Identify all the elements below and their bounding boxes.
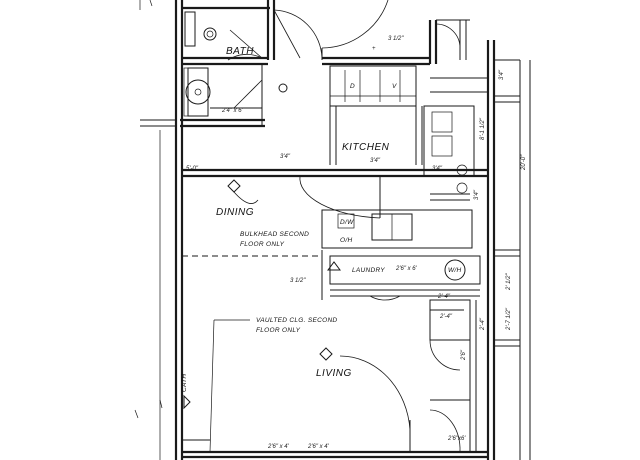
label-dw: D/W	[340, 219, 354, 226]
vent-icon	[327, 261, 341, 271]
dim-right-outer: 20'-0"	[521, 154, 527, 171]
dim-lower-right-1: 2' 1/2"	[506, 273, 512, 291]
dim-kitchen-mid: 3'4"	[280, 154, 291, 160]
range-marker: D	[350, 83, 355, 90]
dim-upper-right-vert: 3'4"	[499, 69, 505, 80]
dim-laundry: 2'6" x 6'	[395, 266, 418, 272]
water-heater-icon	[444, 259, 466, 281]
right-closets: 2'-4" 2' 1/2" 2'-7 1/2" 2'-4" 2'6"	[429, 249, 520, 452]
dim-kitchen-right: 3'4"	[370, 158, 381, 164]
range-cabinet	[329, 65, 417, 107]
label-oh: O/H	[340, 237, 352, 244]
upper-hall: 3 1/2" + 3'4"	[321, 0, 520, 103]
marker-top: +	[372, 46, 376, 52]
ceiling-fan-icon	[319, 347, 333, 361]
note-bulkhead-1: BULKHEAD SECOND	[240, 231, 309, 238]
laundry-area: W/H LAUNDRY 2'6" x 6' 3 1/2" 2'-4"	[290, 255, 481, 301]
range-marker-2: V	[392, 83, 397, 90]
dim-mid-right: 3'4"	[474, 189, 480, 200]
fixture-symbol	[278, 83, 288, 93]
living-area: VAULTED CLG. SECOND FLOOR ONLY LIVING 2'…	[181, 317, 470, 453]
label-wh: W/H	[448, 267, 462, 274]
sink-icon	[185, 79, 211, 105]
dim-closet-inner: 2'-4"	[439, 314, 453, 320]
note-vaulted-2: FLOOR ONLY	[256, 327, 301, 334]
dining-divider: DINING	[182, 168, 488, 219]
room-label-bath: BATH	[226, 46, 254, 57]
dim-lower-right-2: 2'-7 1/2"	[506, 307, 512, 331]
kitchen-area: D V KITCHEN 5'-0" 3'4" 3'4" 3'4" 8'-1 1/…	[186, 65, 527, 200]
dim-window-1: 2'6" x 4'	[267, 444, 290, 450]
label-cath: CATH	[181, 374, 188, 392]
vanity	[187, 67, 209, 117]
toilet-bowl	[203, 27, 217, 41]
dim-closet-bath: 2'4" x 6'	[221, 108, 244, 114]
ceiling-light-icon	[227, 179, 241, 193]
dim-bottom-right: 2'6"x6'	[447, 436, 466, 442]
bath-area: BATH 2'4" x 6'	[140, 0, 323, 128]
room-label-kitchen: KITCHEN	[342, 142, 390, 153]
dim-half-inch: 3 1/2"	[290, 278, 306, 284]
toilet-tank	[184, 11, 196, 47]
margin-marks	[134, 0, 163, 419]
dim-closet-right: 2'-4"	[437, 294, 451, 300]
dim-upper-right: 8'-1 1/2"	[480, 117, 486, 140]
note-vaulted-1: VAULTED CLG. SECOND	[256, 317, 337, 324]
note-bulkhead-2: FLOOR ONLY	[240, 241, 285, 248]
dim-lower-right-3: 2'-4"	[480, 317, 486, 331]
room-label-living: LIVING	[316, 368, 352, 379]
dim-lower-right-4: 2'6"	[461, 349, 467, 361]
bulkhead: BULKHEAD SECOND FLOOR ONLY	[182, 231, 323, 300]
dim-window-2: 2'6" x 4'	[307, 444, 330, 450]
dim-top-small: 3 1/2"	[388, 36, 404, 42]
room-label-dining: DINING	[216, 207, 254, 218]
sink-counter: D/W O/H	[321, 193, 473, 249]
room-label-laundry: LAUNDRY	[352, 267, 385, 274]
